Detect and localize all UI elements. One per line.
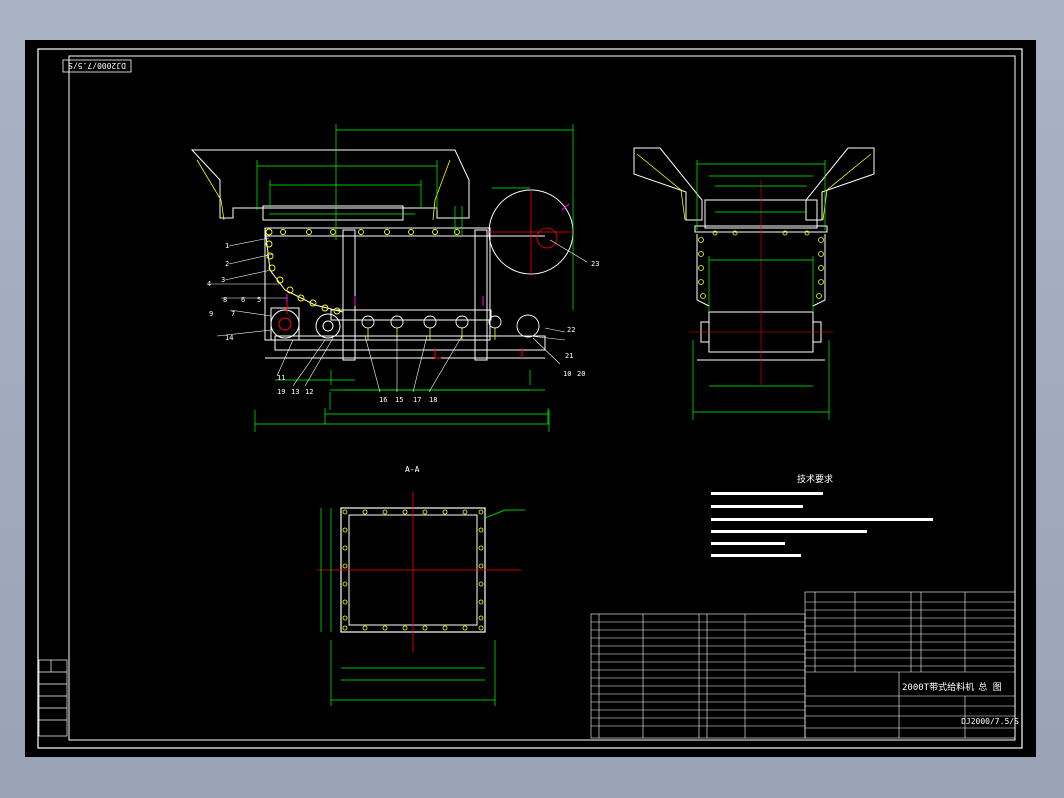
front-view: 1 2 3 4 5 6 7 8 9 10 11 12 13 14 15 16 1… [190,124,599,432]
balloon-1: 1 [225,242,229,250]
section-a-a: A-A [317,465,525,706]
balloon-2: 2 [225,260,229,268]
balloon-4: 4 [207,280,211,288]
balloon-13: 13 [291,388,299,396]
balloon-7: 7 [231,310,235,318]
technical-requirements: 技术要求 [711,473,933,557]
balloon-22: 22 [567,326,575,334]
revision-strip [38,659,68,737]
drawing-number-box: DJ2000/7.5/S [62,59,132,73]
balloon-20: 20 [577,370,585,378]
balloon-5: 5 [257,296,261,304]
balloon-10: 10 [563,370,571,378]
title-block [804,591,1016,739]
drawing-number-top: DJ2000/7.5/S [68,61,126,70]
title-view-name: 总 图 [978,681,1001,693]
parts-list [590,613,806,739]
title-drawing-number: DJ2000/7.5/S [961,717,1019,726]
outer-frame [37,48,1023,749]
title-product-name: 2000T带式给料机 [902,681,974,693]
balloon-18: 18 [429,396,437,404]
balloon-11: 11 [277,374,285,382]
tech-requirements-title: 技术要求 [797,473,833,485]
balloon-8: 8 [223,296,227,304]
balloon-21: 21 [565,352,573,360]
cad-drawing: DJ2000/7.5/S [37,48,1023,749]
balloon-9: 9 [209,310,213,318]
balloon-12: 12 [305,388,313,396]
inner-frame [68,55,1016,741]
balloon-3: 3 [221,276,225,284]
balloon-6: 6 [241,296,245,304]
section-a-a-label: A-A [405,465,420,474]
balloon-17: 17 [413,396,421,404]
balloon-23: 23 [591,260,599,268]
side-view [633,147,875,420]
drawing-sheet: DJ2000/7.5/S [25,40,1036,757]
balloon-14: 14 [225,334,233,342]
balloon-15: 15 [395,396,403,404]
balloon-16: 16 [379,396,387,404]
balloon-19: 19 [277,388,285,396]
